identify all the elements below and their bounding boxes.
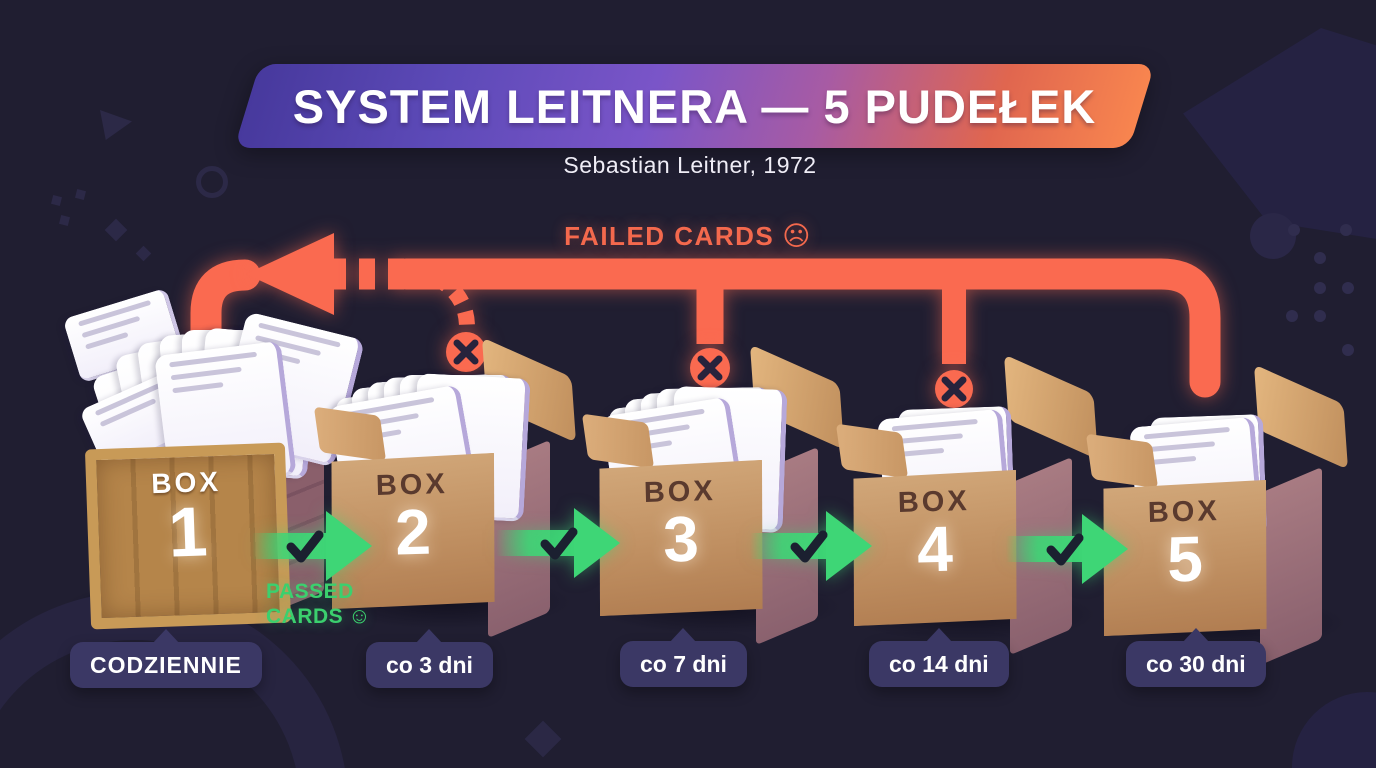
dot-shape bbox=[1342, 282, 1354, 294]
passed-cards-text-line1: PASSED bbox=[266, 580, 354, 603]
dot-shape bbox=[1342, 344, 1354, 356]
page-subtitle: Sebastian Leitner, 1972 bbox=[563, 152, 817, 178]
check-icon bbox=[286, 530, 324, 563]
smile-face-icon: ☺ bbox=[348, 602, 372, 628]
check-icon bbox=[790, 530, 828, 563]
passed-cards-label: PASSED CARDS☺ bbox=[266, 580, 371, 628]
passed-arrow-4 bbox=[1006, 514, 1128, 584]
failed-cards-label: FAILED CARDS☹ bbox=[0, 221, 1376, 252]
dot-shape bbox=[1314, 282, 1326, 294]
interval-text: co 14 dni bbox=[889, 650, 989, 677]
check-icon bbox=[540, 527, 578, 560]
passed-arrow-2 bbox=[496, 508, 620, 578]
dot-shape bbox=[1314, 252, 1326, 264]
box-2: BOX 2 bbox=[313, 303, 590, 639]
interval-label-box-2: co 3 dni bbox=[366, 629, 493, 688]
passed-arrow-1 bbox=[252, 511, 372, 581]
dot-shape bbox=[1314, 310, 1326, 322]
passed-cards-text-line2-word: CARDS bbox=[266, 604, 344, 628]
failed-pipe bbox=[190, 258, 1221, 398]
interval-label-box-4: co 14 dni bbox=[869, 628, 1009, 687]
dot-shape bbox=[1288, 224, 1300, 236]
frown-face-icon: ☹ bbox=[782, 221, 812, 251]
dot-shape bbox=[1286, 310, 1298, 322]
fail-x-icon bbox=[453, 339, 967, 402]
interval-text: co 7 dni bbox=[640, 650, 727, 677]
page-title: SYSTEM LEITNERA — 5 PUDEŁEK bbox=[292, 79, 1097, 133]
interval-text: co 30 dni bbox=[1146, 650, 1246, 677]
interval-text: CODZIENNIE bbox=[90, 651, 242, 678]
interval-text: co 3 dni bbox=[386, 651, 473, 678]
dot-shape bbox=[1340, 224, 1352, 236]
ring-shape bbox=[196, 166, 228, 198]
interval-label-box-5: co 30 dni bbox=[1126, 628, 1266, 687]
interval-label-box-1: CODZIENNIE bbox=[70, 629, 262, 688]
passed-cards-text-line2: CARDS☺ bbox=[266, 602, 372, 629]
passed-arrow-3 bbox=[750, 511, 872, 581]
box-1: BOX 1 bbox=[62, 287, 366, 630]
interval-label-box-3: co 7 dni bbox=[620, 628, 747, 687]
check-icon bbox=[1046, 533, 1084, 566]
circle-shape bbox=[1250, 213, 1296, 259]
failed-cards-text: FAILED CARDS bbox=[564, 221, 775, 251]
